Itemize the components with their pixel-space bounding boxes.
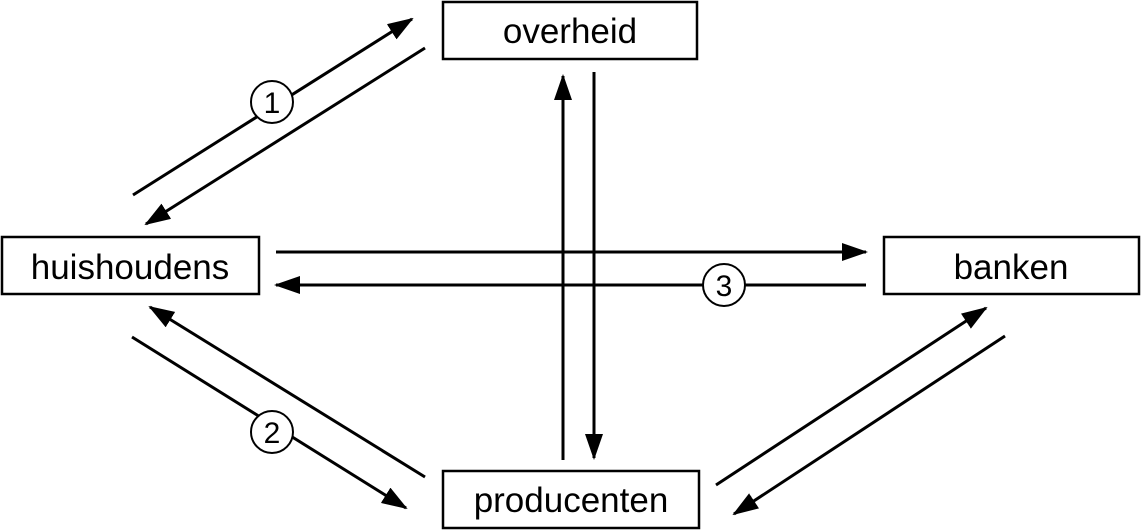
badge-flow-2: 2 — [250, 410, 294, 454]
arrow-banken-to-producenten — [732, 334, 1006, 516]
flow-lines — [131, 17, 1006, 516]
arrow-producenten-to-huishoudens — [148, 305, 426, 479]
node-overheid: overheid — [441, 0, 699, 61]
node-producenten: producenten — [441, 469, 701, 530]
node-overheid-label: overheid — [503, 12, 637, 51]
badge-flow-1-circle — [250, 80, 294, 124]
badge-flow-1: 1 — [250, 80, 294, 124]
badge-flow-3-label: 3 — [716, 270, 733, 303]
node-huishoudens-label: huishoudens — [31, 248, 230, 287]
node-overheid-box — [441, 0, 699, 61]
node-banken: banken — [882, 235, 1141, 296]
node-banken-box — [882, 235, 1141, 296]
badge-flow-3: 3 — [702, 263, 746, 307]
node-huishoudens: huishoudens — [0, 235, 261, 296]
badge-flow-3-circle — [702, 263, 746, 307]
arrow-overheid-to-huishoudens — [144, 46, 426, 226]
badge-flow-2-circle — [250, 410, 294, 454]
node-banken-label: banken — [954, 248, 1069, 287]
badge-flow-2-label: 2 — [264, 417, 281, 450]
arrow-producenten-to-banken — [715, 306, 988, 487]
node-producenten-box — [441, 469, 701, 530]
node-producenten-label: producenten — [474, 481, 669, 520]
node-huishoudens-box — [0, 235, 261, 296]
badge-flow-1-label: 1 — [264, 87, 281, 120]
